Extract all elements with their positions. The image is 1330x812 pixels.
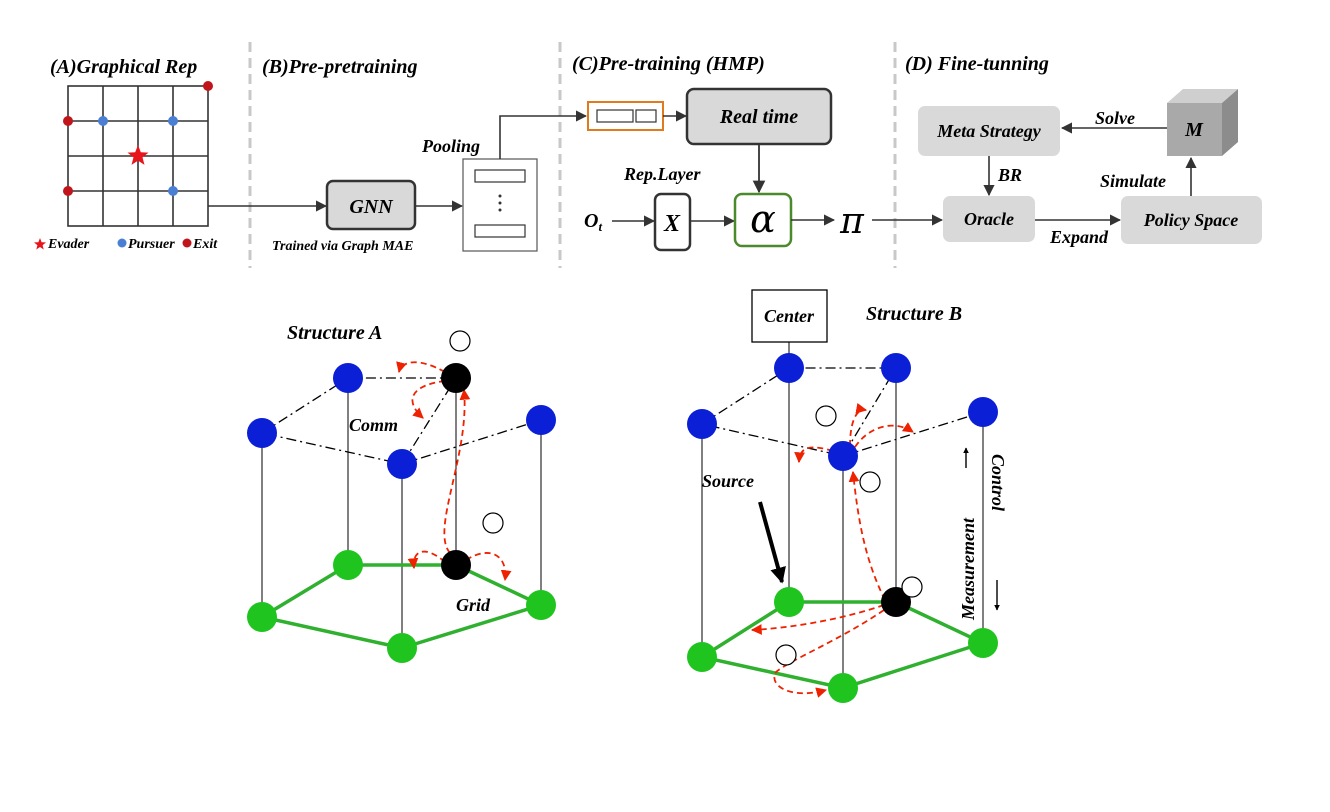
center-label: Center [764,306,815,326]
realtime-label: Real time [719,106,798,128]
gnn-box [325,179,417,231]
legend-evader: Evader [47,237,90,252]
arrow-pool-emb [499,110,588,159]
control-label: Control [988,454,1008,511]
section-d-title: (D) Fine-tunning [905,53,1049,75]
gnn-caption: Trained via Graph MAE [272,239,413,254]
legend-star-icon [34,238,46,250]
structure-a-red-arrows [396,361,512,582]
source-label: Source [702,471,754,491]
pi-label: π [839,201,865,242]
legend-exit: Exit [192,237,218,252]
gnn-label: GNN [349,196,394,218]
pooling-slot [474,169,526,183]
center-box [751,289,828,343]
pursuer-node [168,116,178,126]
structure-a-vertical-lines [261,378,542,648]
structure-b-nodes [687,353,998,703]
structure-a-nodes [247,330,556,663]
alpha-label: α [750,197,776,241]
section-b-title: (B)Pre-pretraining [262,56,418,78]
m-cube [1167,89,1238,156]
x-label: X [663,211,681,237]
structure-a-grid-edges [257,563,546,650]
measurement-label: Measurement [958,517,978,621]
pooling-label: Pooling [421,136,480,156]
expand-label: Expand [1049,227,1109,247]
comm-label: Comm [349,415,398,435]
meta-strategy-box [918,106,1060,156]
x-box [653,192,692,252]
pursuer-node [168,186,178,196]
structure-a-title: Structure A [287,322,382,344]
policy-space-box [1121,196,1262,244]
pooling-slot [474,224,526,238]
obs-label: Ot [584,210,602,234]
source-arrow [758,501,786,584]
solve-label: Solve [1095,108,1135,128]
evader-star-icon [127,145,149,165]
exit-node [63,116,73,126]
section-a-title: (A)Graphical Rep [50,56,197,78]
structure-b-title: Structure B [866,303,962,325]
structure-b-comm-edges [701,367,984,457]
legend-pursuer-icon [117,238,127,248]
structure-b-grid-edges [697,600,988,690]
meta-strategy-label: Meta Strategy [936,121,1042,141]
rep-layer-label: Rep.Layer [623,164,701,184]
simulate-label: Simulate [1100,171,1166,191]
game-grid [67,85,209,227]
structure-b-red-arrows [750,402,914,698]
section-c-title: (C)Pre-training (HMP) [572,53,765,75]
policy-space-label: Policy Space [1143,210,1238,230]
grid-label: Grid [456,595,491,615]
measurement-control: Measurement Control [958,447,1008,621]
br-label: BR [997,165,1022,185]
legend: Evader Pursuer Exit [34,237,218,252]
legend-pursuer: Pursuer [128,237,175,252]
exit-node [63,186,73,196]
structure-a-comm-edges [261,377,542,465]
exit-node [203,81,213,91]
oracle-box [943,196,1035,242]
section-separators [248,42,897,268]
oracle-label: Oracle [964,209,1014,229]
m-label: M [1184,119,1204,141]
pursuer-node [98,116,108,126]
legend-exit-icon [182,238,192,248]
structure-b-vertical-lines [701,342,984,688]
